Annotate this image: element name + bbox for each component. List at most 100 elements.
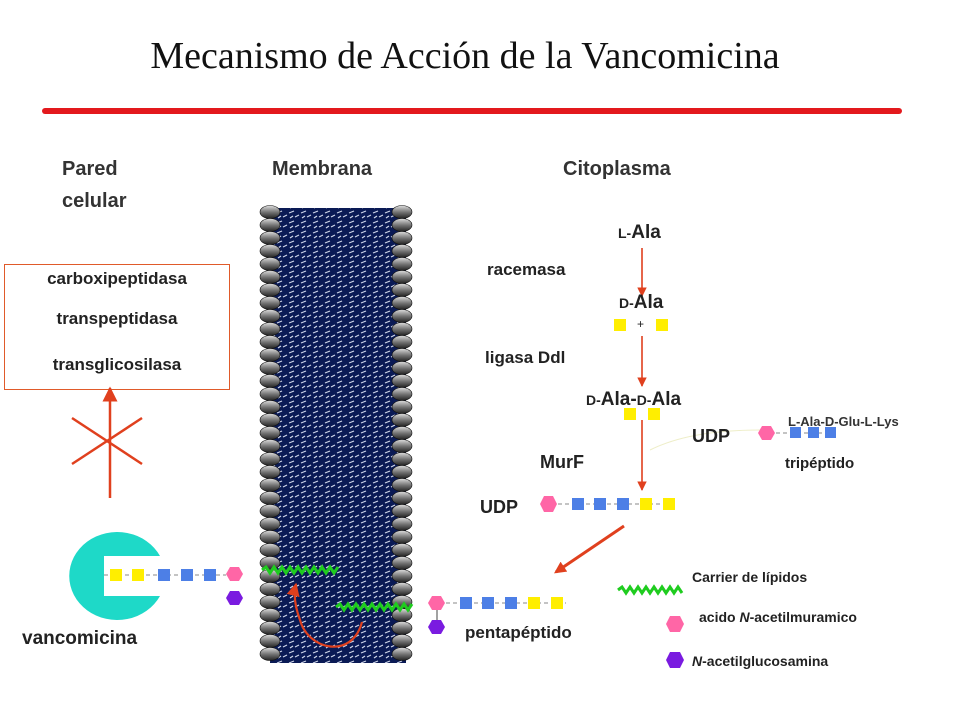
lipid-head-bead [259,491,281,505]
lipid-head-bead [259,309,281,323]
lipid-head-bead [259,283,281,297]
lipid-head-bead [259,296,281,310]
udp-tripeptide-label: UDP [692,426,731,446]
lipid-head-bead [391,283,413,297]
legend-nam-icon [666,616,684,632]
lipid-head-bead [259,413,281,427]
lipid-head-bead [391,244,413,258]
vancomycin-complex [69,532,243,620]
lipid-head-bead [391,452,413,466]
lipid-head-bead [259,517,281,531]
l-ala-label: L-Ala [618,222,661,243]
lipid-head-bead [391,634,413,648]
page-title: Mecanismo de Acción de la Vancomicina [150,35,780,77]
legend-nag-label: N-acetilglucosamina [692,653,829,669]
enzyme-transglycosylase: transglicosilasa [52,355,182,374]
d-ala-residue-b [656,319,668,331]
lipid-head-bead [391,257,413,271]
lipid-head-bead [259,244,281,258]
lipid-head-bead [391,556,413,570]
pentapeptide-label: pentapéptido [465,623,572,642]
dala-dala-label: D-Ala-D-Ala [586,389,682,410]
lipid-head-bead [391,205,413,219]
enzyme-carboxypeptidase: carboxipeptidasa [47,269,187,288]
lipid-head-bead [391,270,413,284]
lipid-head-bead [391,400,413,414]
d-ala-label: D-Ala [619,292,664,313]
lipid-head-bead [259,543,281,557]
membrane-bilayer [259,205,413,663]
wall-nam-hexagon [226,567,243,581]
lipid-head-bead [391,621,413,635]
lipid-head-bead [391,491,413,505]
membrane-core [270,208,406,663]
residue-l-ala-d-ala-pair [614,319,668,331]
membrane-header: Membrana [272,158,373,180]
lipid-head-bead [259,439,281,453]
lipid-head-bead [391,231,413,245]
tripeptide-sequence: L-Ala-D-Glu-L-Lys [788,414,899,429]
lipid-head-bead [259,647,281,661]
lipid-head-bead [259,530,281,544]
lipid-head-bead [391,517,413,531]
lipid-head-bead [259,231,281,245]
inhibition-symbol [71,386,143,498]
lipid-head-bead [391,530,413,544]
lipid-head-bead [391,647,413,661]
racemase-label: racemasa [487,260,566,279]
cytoplasm-header: Citoplasma [563,158,671,180]
vancomycin-label: vancomicina [22,628,138,649]
udp-pentapeptide-label: UDP [480,497,519,517]
enzyme-transpeptidase: transpeptidasa [56,309,178,328]
lipid-carrier-inner [335,601,414,613]
lipid-head-bead [259,374,281,388]
plus-sign: + [637,317,645,331]
udp-tripeptide-chain [758,426,836,440]
lipid-head-bead [391,569,413,583]
flippase-arrow [286,582,364,648]
lipid-pentapeptide-precursor [335,596,566,634]
lipid-head-bead [259,634,281,648]
lipid-head-bead [391,478,413,492]
tripeptide-nam-hexagon [758,426,775,440]
lipid-head-bead [391,335,413,349]
d-ala-residue-a [614,319,626,331]
dipeptide-residue-2 [648,408,660,420]
lipid-head-bead [259,348,281,362]
wall-nag-hexagon [226,591,243,605]
precursor-nam-hexagon [428,596,445,610]
lipid-head-bead [259,322,281,336]
lipid-head-bead [391,361,413,375]
lipid-head-bead [391,582,413,596]
lipid-head-bead [259,608,281,622]
dipeptide-residue-1 [624,408,636,420]
title-underline [42,108,902,114]
lipid-head-bead [259,400,281,414]
lipid-head-bead [391,413,413,427]
lipid-head-bead [391,387,413,401]
precursor-nag-hexagon [428,620,445,634]
dala-dala-dipeptide [624,408,660,420]
lipid-head-bead [259,257,281,271]
lipid-head-bead [259,426,281,440]
lipid-head-bead [391,465,413,479]
lipid-head-bead [391,504,413,518]
lipid-head-bead [259,478,281,492]
transport-arrow [554,524,625,574]
lipid-head-bead [259,218,281,232]
legend-lipid-icon [617,584,684,596]
ligase-label: ligasa Ddl [485,348,566,367]
vancomycin-shape [69,532,160,620]
lipid-head-bead [391,543,413,557]
lipid-head-bead [259,361,281,375]
lipid-head-bead [259,205,281,219]
lipid-carrier-outer [261,564,340,576]
lipid-head-bead [391,374,413,388]
lipid-head-bead [259,387,281,401]
membrane-left-beads [259,205,281,661]
lipid-head-bead [259,504,281,518]
lipid-head-bead [391,322,413,336]
cell-wall-header-line1: Pared [62,158,118,180]
murf-label: MurF [540,452,584,472]
lipid-head-bead [259,335,281,349]
